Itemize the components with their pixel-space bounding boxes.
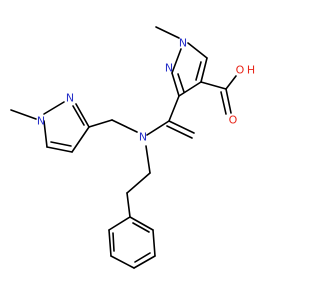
bond [50,141,72,147]
bond [72,105,85,126]
bond [43,120,48,148]
bond [126,172,151,194]
atom-label-o2: O [229,114,238,127]
bond [225,88,232,114]
bond [155,26,180,39]
molecule-structure-diagram: N N O H O N N N [10,26,255,269]
atom-label-n4: N [66,92,74,105]
bond [126,192,131,218]
lower-pyrazole-ring [10,101,138,153]
atom-labels: N N O H O N N N [37,37,255,144]
benzene-ring [108,216,156,269]
bond [108,229,112,257]
amide-group [146,95,195,139]
bond [168,95,180,122]
bond [146,120,170,136]
atom-label-h: H [247,64,255,77]
atom-label-n2: N [165,62,173,75]
atom-label-n5: N [37,115,45,128]
bond [178,81,202,97]
bond [132,222,150,233]
bond [112,232,115,252]
bond [134,252,151,263]
bond [88,119,113,128]
atom-label-o1: O [236,64,245,77]
bond [195,61,202,81]
carboxylic-acid-group [200,75,237,115]
bond [10,109,37,120]
bond [145,145,151,174]
bond [177,73,185,93]
bond [220,91,227,115]
bond [171,48,182,74]
bond [166,125,193,139]
atom-label-n3: N [139,131,147,144]
bond [152,229,156,257]
phenethyl-group [126,145,151,218]
atom-label-n1: N [179,37,187,50]
bond [187,42,208,59]
bond [108,216,131,231]
bond [110,255,135,269]
upper-pyrazole-ring [155,26,208,97]
bond [171,72,180,97]
bond [46,146,73,153]
bond [200,81,227,90]
bond [200,57,208,83]
bond [225,75,237,90]
bond [43,101,65,115]
bond [168,120,195,134]
bond [111,119,138,133]
bond [129,216,154,231]
bond [75,103,90,128]
bond [71,126,90,153]
bond [133,255,156,269]
